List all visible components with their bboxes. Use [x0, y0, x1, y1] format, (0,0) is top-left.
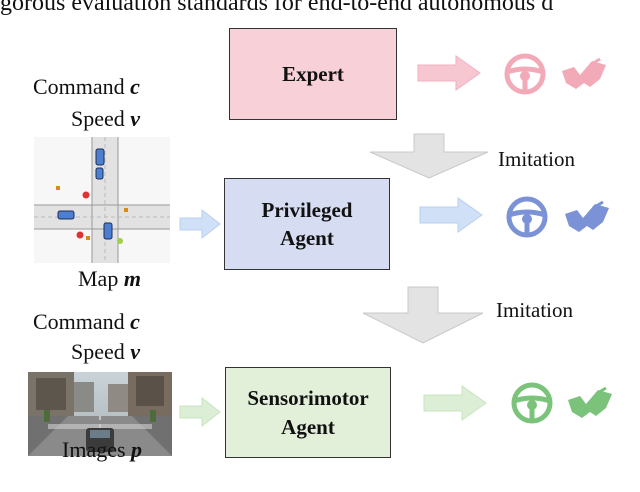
command-label-top: Command c [33, 74, 140, 99]
joystick-icon [562, 57, 606, 89]
camera-image [28, 372, 172, 456]
sensorimotor-agent-box: Sensorimotor Agent [225, 367, 391, 458]
joystick-icon [568, 386, 612, 418]
command-label-bottom: Command c [33, 309, 140, 334]
steering-wheel-icon [504, 53, 546, 95]
imitation-label-bottom: Imitation [496, 298, 573, 322]
header-text: gorous evaluation standards for end-to-e… [0, 0, 554, 16]
imitation-arrow-bottom [362, 286, 484, 344]
sensorimotor-output-arrow [423, 385, 487, 421]
image-to-sensorimotor-arrow [179, 396, 221, 428]
joystick-icon [565, 200, 609, 232]
map-label: Map m [78, 266, 141, 291]
expert-box: Expert [229, 28, 397, 120]
imitation-label-top: Imitation [498, 147, 575, 171]
steering-wheel-icon [506, 196, 548, 238]
speed-label-top: Speed v [71, 106, 141, 131]
privileged-output-arrow [419, 197, 483, 233]
imitation-arrow-top [369, 133, 489, 179]
expert-output-arrow [417, 55, 481, 91]
map-image [34, 137, 170, 263]
map-to-privileged-arrow [179, 208, 221, 240]
speed-label-bottom: Speed v [71, 339, 141, 364]
images-label: Images p [62, 437, 143, 462]
privileged-agent-box: Privileged Agent [224, 178, 390, 270]
steering-wheel-icon [511, 382, 553, 424]
